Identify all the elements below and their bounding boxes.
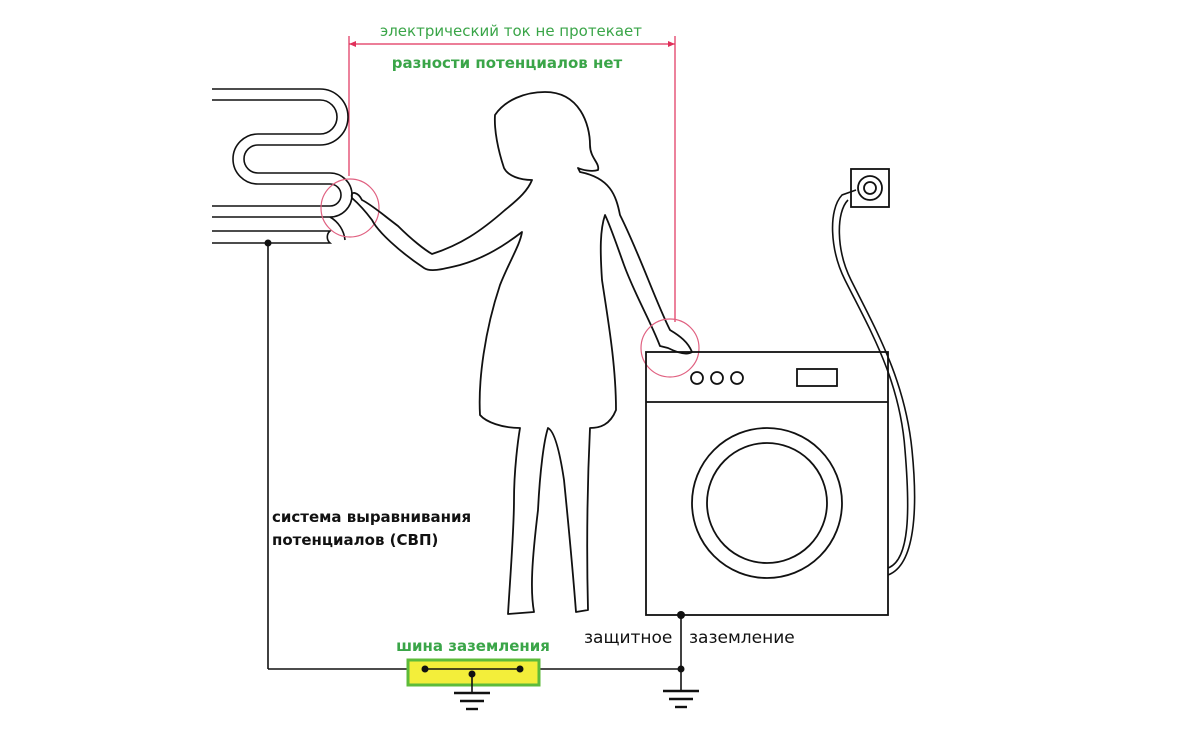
eps-label-line2: потенциалов (СВП) — [272, 531, 438, 549]
washer-junction-dot — [677, 611, 685, 619]
washer-contact-circle — [640, 318, 700, 378]
rail-junction-dot — [264, 239, 272, 247]
wall-socket-icon — [850, 168, 890, 208]
ground-symbol-icon — [454, 674, 490, 711]
towel-rail-contact-circle — [320, 178, 380, 238]
washer-knob-3 — [730, 371, 744, 385]
grounding-label: заземление — [689, 628, 795, 648]
woman-silhouette-icon — [350, 91, 693, 615]
washer-display — [796, 368, 838, 387]
power-cord — [831, 189, 916, 576]
eps-label-line1: система выравнивания — [272, 508, 471, 526]
washer-door-outer — [691, 427, 843, 579]
protective-label: защитное — [584, 628, 672, 648]
washing-machine-icon — [645, 351, 889, 616]
no-potential-diff-label: разности потенциалов нет — [392, 54, 623, 72]
ground-symbol-icon — [663, 689, 699, 709]
bracket-right-arrow-icon — [668, 41, 675, 47]
washer-knob-2 — [710, 371, 724, 385]
bracket-left-arrow-icon — [349, 41, 356, 47]
bus-terminal-right — [516, 665, 524, 673]
measurement-bracket — [348, 36, 676, 322]
ground-bus-label: шина заземления — [396, 637, 550, 655]
bus-junction-dot — [677, 665, 685, 673]
washer-door-inner — [706, 442, 828, 564]
bonding-wire — [267, 243, 682, 690]
towel-rail-icon — [212, 88, 353, 244]
washer-body — [645, 351, 889, 616]
washer-knob-1 — [690, 371, 704, 385]
bus-terminal-left — [421, 665, 429, 673]
no-current-label: электрический ток не протекает — [380, 22, 642, 40]
